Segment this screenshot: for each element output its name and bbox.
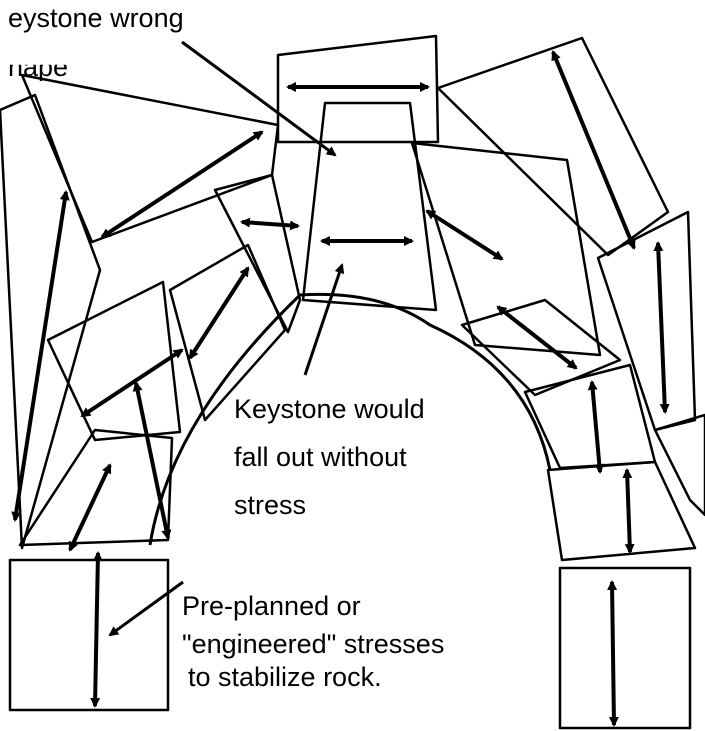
- right-outer-block-a: [596, 210, 697, 432]
- left-base-vertical-arrow: [90, 551, 103, 708]
- left-lower-diagonal-arrow: [68, 463, 112, 552]
- engineered-label-line3: to stabilize rock.: [188, 662, 382, 692]
- keystone-wrong-label-line2: hape: [8, 52, 69, 82]
- keystone-fall-label-line2: fall out without: [234, 442, 407, 472]
- engineered-pointer: [108, 580, 184, 637]
- right-shoulder-block: [410, 141, 602, 357]
- right-lower-vertical-arrow: [622, 468, 635, 554]
- arch-opening-curve: [148, 292, 552, 546]
- upper-left-diagonal-arrow: [100, 130, 264, 239]
- keystone-wrong-label-line1: eystone wrong: [8, 3, 184, 33]
- right-base-vertical-arrow: [607, 580, 619, 727]
- keystone-block: [301, 101, 438, 312]
- upper-right-wedge-block: [436, 36, 670, 257]
- left-shoulder-stress-arrow: [240, 217, 300, 231]
- left-block-a: [168, 243, 287, 422]
- right-block-a: [460, 298, 622, 397]
- left-block-a-arrow: [188, 266, 250, 360]
- left-outer-vertical-arrow: [11, 190, 70, 522]
- left-base-block: [8, 558, 170, 712]
- keystone-fall-label-line1: Keystone would: [234, 394, 425, 424]
- left-block-b: [46, 280, 182, 442]
- right-vertical-arrow-upper: [653, 241, 670, 414]
- engineered-label-line1: Pre-planned or: [182, 591, 361, 621]
- left-block-b-diagonal-arrow: [80, 348, 184, 418]
- right-block-diagonal-arrow: [496, 305, 578, 370]
- right-outer-block-b: [653, 413, 705, 517]
- keystone-wrong-pointer: [181, 40, 337, 157]
- right-shoulder-arrow: [425, 209, 504, 261]
- keystone-fall-pointer: [303, 263, 345, 376]
- right-block-vertical-arrow: [587, 380, 605, 474]
- right-base-block: [558, 566, 692, 730]
- right-lower-block: [546, 460, 697, 562]
- keystone-fall-label-line3: stress: [234, 490, 307, 520]
- left-outer-tall-block: [0, 93, 102, 550]
- engineered-label-line2: "engineered" stresses: [182, 629, 445, 659]
- right-upper-diagonal-arrow: [551, 50, 636, 250]
- left-block-b-vertical-arrow: [132, 381, 172, 540]
